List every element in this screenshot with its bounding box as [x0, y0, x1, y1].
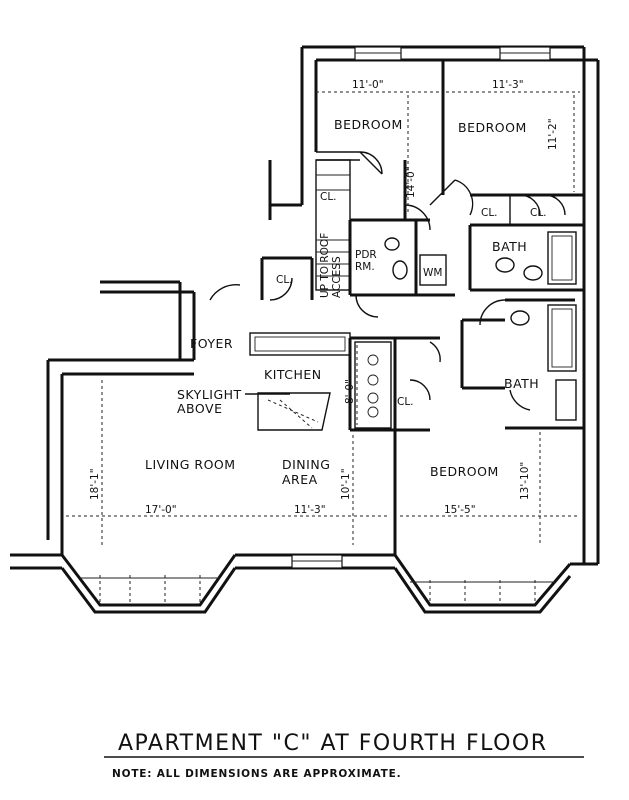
dining-width-dim: 11'-3" [294, 504, 326, 516]
windows [291, 46, 551, 569]
pdr-label-line2: RM. [355, 261, 375, 273]
plan-title: APARTMENT "C" AT FOURTH FLOOR [118, 731, 548, 756]
dining-label-line1: DINING [282, 457, 330, 472]
bath-1-label: BATH [492, 239, 527, 254]
plan-note: NOTE: ALL DIMENSIONS ARE APPROXIMATE. [112, 768, 401, 780]
stair-label-line1: UP TO ROOF [319, 233, 331, 298]
interior-walls [249, 60, 584, 555]
dining-depth-dim: 10'-1" [340, 468, 352, 500]
bedroom-3-width-dim: 15'-5" [444, 504, 476, 516]
fixtures [384, 231, 577, 421]
closet-1-label: CL. [320, 191, 337, 203]
closet-2-label: CL. [276, 274, 293, 286]
pdr-label-line1: PDR [355, 249, 377, 261]
bedroom-2-depth-dim: 11'-2" [547, 118, 559, 150]
living-width-dim: 17'-0" [145, 504, 177, 516]
bedroom-3-label: BEDROOM [430, 464, 499, 479]
bedroom-3-depth-dim: 13'-10" [519, 462, 531, 500]
dining-label-line2: AREA [282, 472, 318, 487]
skylight-label-line1: SKYLIGHT [177, 387, 242, 402]
foyer-label: FOYER [190, 336, 233, 351]
closet-5-label: CL. [397, 396, 414, 408]
closet-3-label: CL. [481, 207, 498, 219]
dimension-lines [66, 91, 580, 545]
bay-window-right [393, 554, 572, 614]
bay-window-left [60, 554, 237, 614]
kitchen-depth-dim: 8'-0" [344, 379, 356, 404]
bedroom-2-label: BEDROOM [458, 120, 527, 135]
bath-2-label: BATH [504, 376, 539, 391]
bedroom-2-width-dim: 11'-3" [492, 79, 524, 91]
skylight-label-line2: ABOVE [177, 401, 222, 416]
wm-label: WM [423, 267, 442, 279]
living-room-label: LIVING ROOM [145, 457, 236, 472]
door-swings [209, 151, 566, 411]
closet-4-label: CL. [530, 207, 547, 219]
bedroom-1-width-dim: 11'-0" [352, 79, 384, 91]
bedroom-1-label: BEDROOM [334, 117, 403, 132]
stair-label-line2: ACCESS [331, 256, 343, 298]
living-depth-dim: 18'-1" [89, 468, 101, 500]
kitchen-label: KITCHEN [264, 367, 322, 382]
bedroom-1-depth-dim: 14'-0" [405, 166, 417, 198]
exterior-walls [10, 45, 600, 570]
